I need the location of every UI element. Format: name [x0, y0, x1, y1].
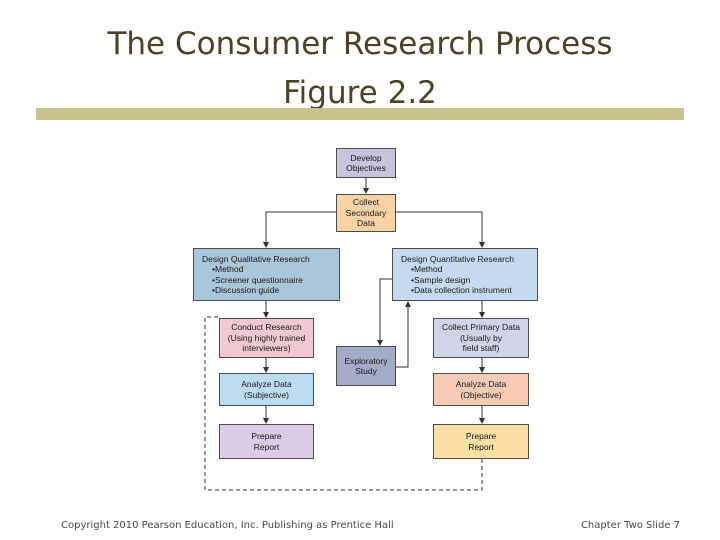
node-text: field staff): [462, 343, 500, 354]
connector-quant-to-exploratory: [377, 278, 392, 346]
analyze-data-objective-box: Analyze Data (Objective): [433, 373, 529, 406]
quantitative-bullets: Method Sample design Data collection ins…: [401, 264, 533, 296]
bullet-item: Method: [212, 264, 335, 275]
bullet-item: Method: [411, 264, 533, 275]
prepare-report-qualitative-box: Prepare Report: [219, 424, 314, 459]
analyze-data-subjective-box: Analyze Data (Subjective): [219, 373, 314, 406]
node-text: Secondary: [345, 207, 387, 218]
node-text: Analyze Data: [241, 379, 292, 389]
collect-secondary-data-box: Collect Secondary Data: [336, 194, 396, 232]
node-text: interviewers): [242, 343, 291, 354]
bullet-item: Screener questionnaire: [212, 275, 335, 286]
node-text: Study: [355, 366, 377, 376]
slide-number-footer: Chapter Two Slide 7: [580, 520, 680, 531]
qualitative-bullets: Method Screener questionnaire Discussion…: [202, 264, 335, 296]
node-text: (Objective): [460, 389, 502, 400]
node-text: Analyze Data: [455, 379, 507, 389]
design-qualitative-box: Design Qualitative Research Method Scree…: [193, 248, 340, 301]
node-text: Exploratory: [344, 355, 388, 366]
node-heading: Design Quantitative Research: [401, 253, 514, 264]
node-text: Collect: [353, 197, 379, 208]
bullet-item: Data collection instrument: [411, 285, 533, 296]
node-text: Prepare: [465, 431, 497, 441]
exploratory-study-box: Exploratory Study: [336, 346, 396, 386]
node-text: Conduct Research: [231, 322, 302, 333]
node-text: Data: [357, 218, 375, 229]
node-text: (Using highly trained: [227, 332, 306, 343]
title-divider: [36, 108, 684, 120]
node-heading: Design Qualitative Research: [202, 253, 310, 264]
node-text: Report: [253, 441, 280, 452]
bullet-item: Discussion guide: [212, 285, 335, 296]
node-text: Collect Primary Data: [442, 322, 520, 333]
copyright-footer: Copyright 2010 Pearson Education, Inc. P…: [61, 520, 394, 531]
node-text: (Subjective): [244, 389, 289, 400]
node-text: Prepare: [251, 431, 282, 441]
prepare-report-quantitative-box: Prepare Report: [433, 424, 529, 459]
collect-primary-data-box: Collect Primary Data (Usually by field s…: [433, 318, 529, 358]
node-text: Develop: [350, 152, 382, 163]
dashed-feedback-loop: [204, 316, 483, 491]
develop-objectives-box: Develop Objectives: [336, 148, 396, 178]
bullet-item: Sample design: [411, 275, 533, 286]
node-text: (Usually by: [459, 332, 503, 343]
design-quantitative-box: Design Quantitative Research Method Samp…: [392, 248, 538, 301]
node-text: Report: [468, 441, 494, 452]
slide-title: The Consumer Research Process: [107, 26, 613, 62]
conduct-research-box: Conduct Research (Using highly trained i…: [219, 318, 314, 358]
slide-subtitle: Figure 2.2: [283, 75, 437, 111]
connector-exploratory-to-quant: [396, 301, 411, 368]
node-text: Objectives: [346, 163, 386, 173]
connector-to-quantitative: [366, 211, 485, 248]
